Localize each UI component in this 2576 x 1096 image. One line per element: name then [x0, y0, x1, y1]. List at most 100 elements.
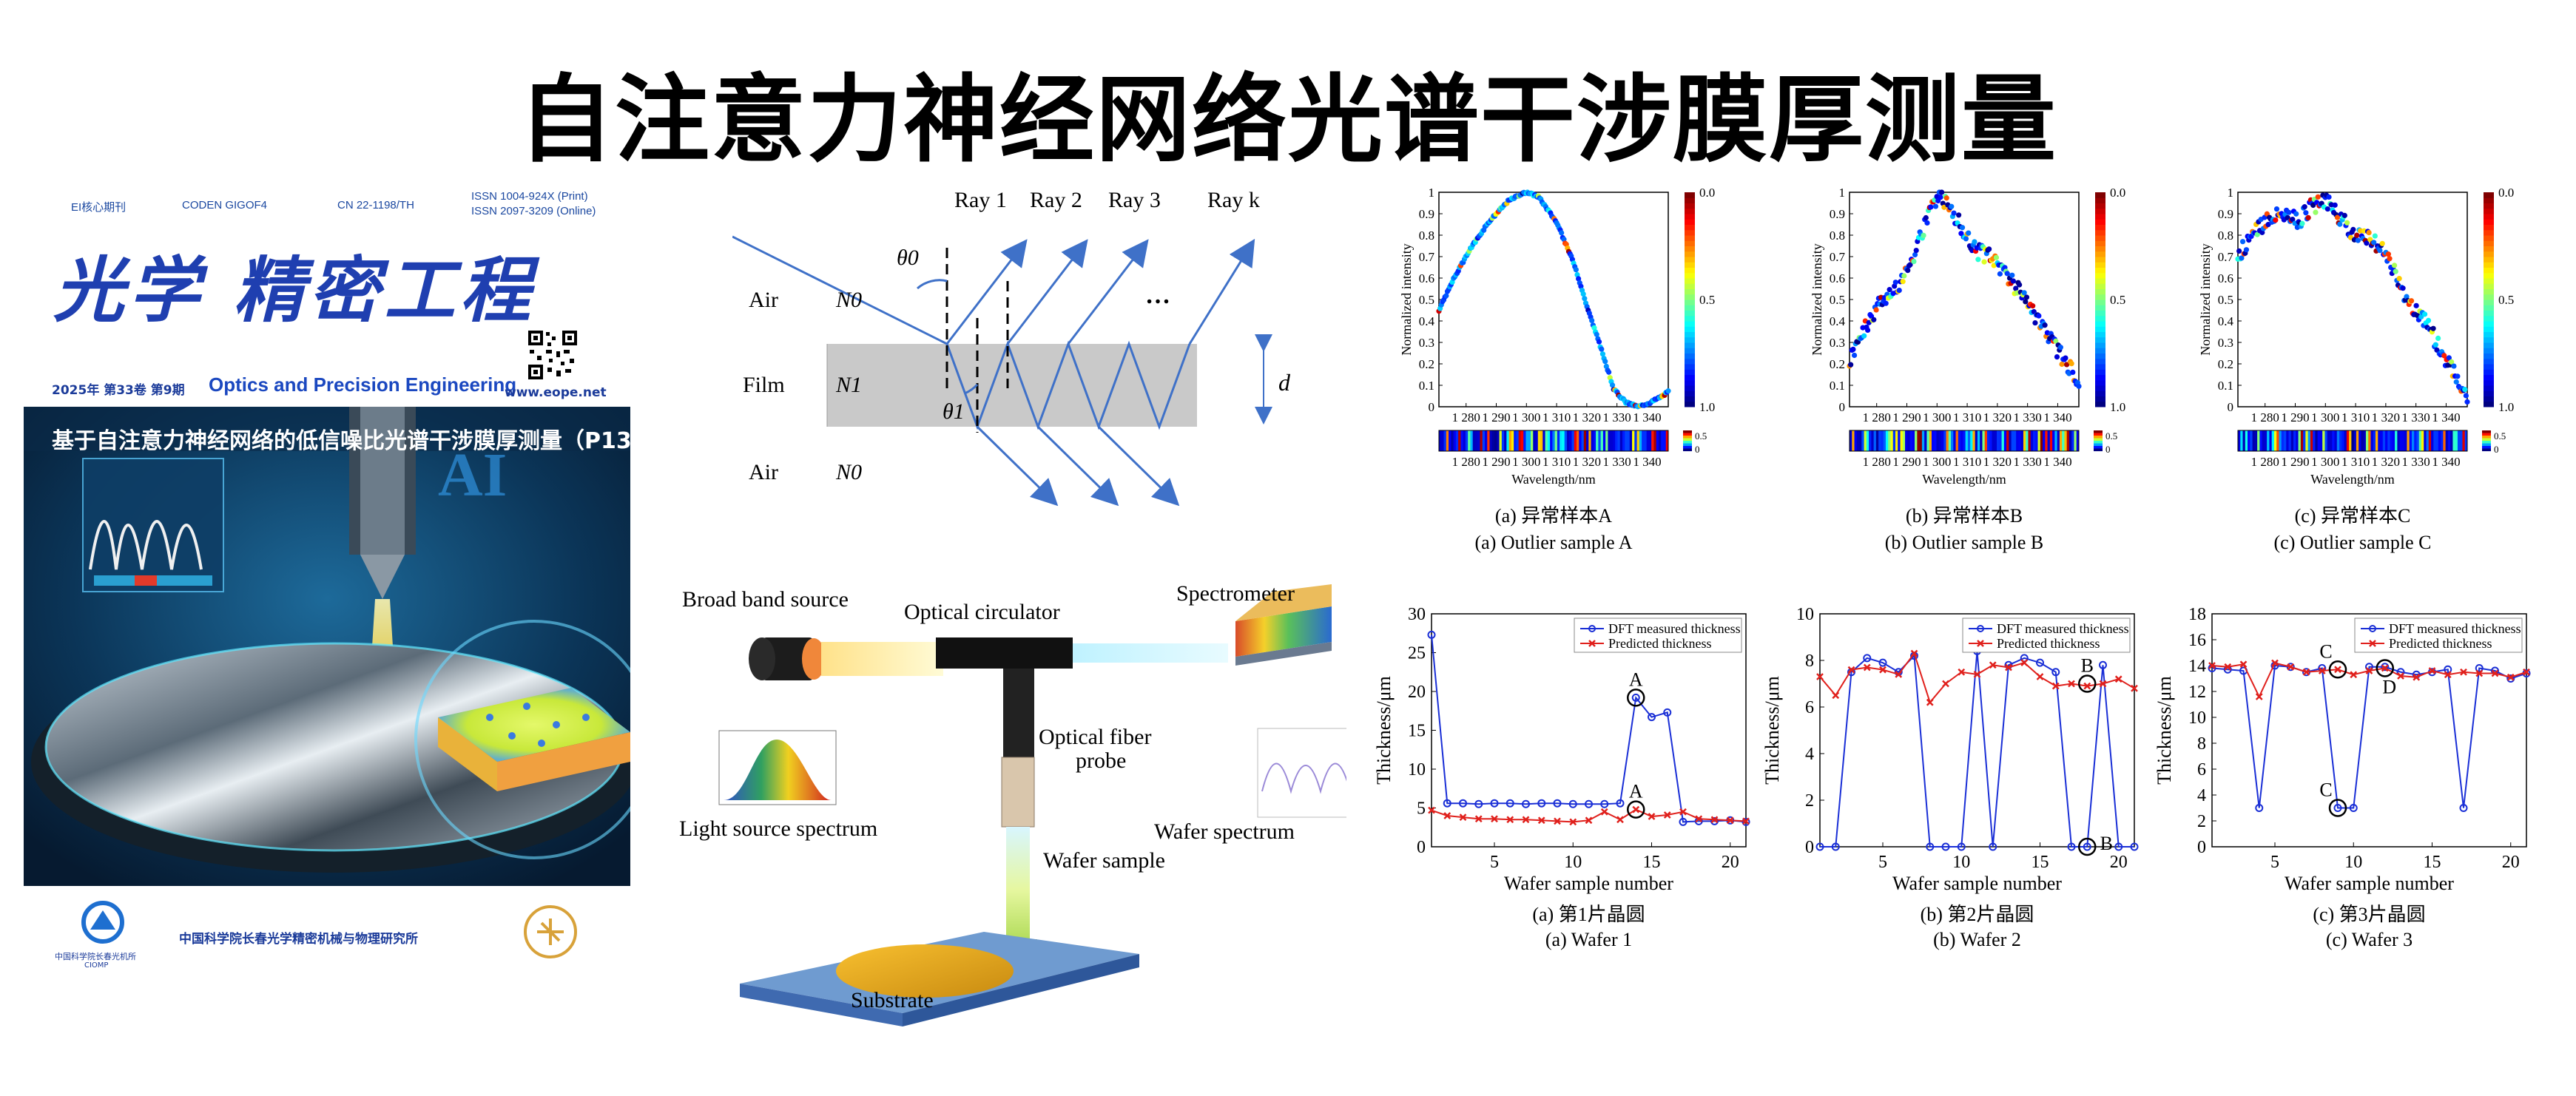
data-point-pred: [1973, 671, 1981, 678]
data-point: [1986, 246, 1992, 252]
colorbar-segment: [2095, 214, 2105, 220]
x-tick-label: 1 290: [2281, 410, 2309, 424]
data-point: [1596, 339, 1602, 345]
colorbar-segment: [2095, 229, 2105, 236]
strip-segment: [2365, 430, 2369, 451]
data-point: [2421, 311, 2428, 317]
strip-segment: [1593, 430, 1596, 451]
strip-segment: [1588, 430, 1592, 451]
legend-box: [1962, 618, 2131, 653]
data-point-pred: [1742, 817, 1750, 825]
strip-segment: [1629, 430, 1633, 451]
colorbar-segment: [1685, 336, 1695, 343]
strip-segment: [1909, 430, 1913, 451]
strip-x-tick-label: 1 320: [1983, 455, 2012, 469]
data-point: [2453, 379, 2459, 385]
y-tick-label: 18: [2188, 605, 2206, 624]
strip-segment: [2431, 430, 2434, 451]
strip-segment: [2409, 430, 2413, 451]
x-tick-label: 1 300: [1923, 410, 1951, 424]
strip-segment: [1644, 430, 1648, 451]
strip-colorbar-segment: [2482, 441, 2491, 444]
colorbar-segment: [1685, 262, 1695, 268]
thickness-d: d: [1278, 369, 1291, 396]
legend-label-dft: DFT measured thickness: [2389, 621, 2521, 636]
data-point: [1559, 230, 1565, 236]
data-point: [2332, 202, 2338, 208]
data-point-pred: [1895, 671, 1903, 678]
strip-colorbar-segment: [2094, 448, 2103, 452]
y-tick-label: 0.6: [1830, 271, 1845, 285]
colorbar-segment: [1685, 390, 1695, 396]
legend-marker-pred: [1588, 640, 1596, 647]
colorbar-segment: [1685, 246, 1695, 252]
data-point-pred: [2428, 667, 2436, 674]
strip-segment: [2457, 430, 2461, 451]
colorbar-segment: [2484, 348, 2494, 354]
strip-segment: [1999, 430, 2003, 451]
data-point-dft: [1537, 799, 1546, 808]
strip-colorbar-segment: [2094, 443, 2103, 447]
y-tick-label: 0.7: [2218, 250, 2234, 264]
strip-segment: [1571, 430, 1575, 451]
strip-segment: [1537, 430, 1541, 451]
strip-segment: [2076, 430, 2080, 451]
colorbar-segment: [2484, 235, 2494, 241]
strip-segment: [1634, 430, 1638, 451]
strip-segment: [2254, 430, 2258, 451]
caption-cn: (a) 第1片晶圆: [1532, 904, 1645, 925]
strip-segment: [2353, 430, 2357, 451]
plot-frame: [1438, 192, 1669, 407]
strip-segment: [2281, 430, 2285, 451]
colorbar-segment: [1685, 358, 1695, 365]
data-point-pred: [2036, 673, 2044, 680]
index-n0-top: N0: [835, 288, 862, 312]
data-point-pred: [2350, 671, 2358, 679]
strip-segment: [2368, 430, 2371, 451]
data-point-pred: [1989, 661, 1997, 669]
strip-segment: [2370, 430, 2374, 451]
legend-label-pred: Predicted thickness: [1608, 636, 1711, 651]
strip-segment: [2016, 430, 2019, 451]
strip-segment: [1975, 430, 1978, 451]
x-tick-label: 10: [1952, 853, 1970, 872]
data-point-dft: [2083, 842, 2091, 851]
data-point-pred: [2397, 672, 2404, 680]
colorbar-segment: [2484, 300, 2494, 305]
strip-segment: [1525, 430, 1529, 451]
strip-x-tick-label: 1 340: [1633, 455, 1661, 469]
strip-segment: [1943, 430, 1947, 451]
y-tick-label: 8: [1805, 652, 1814, 671]
colorbar-segment: [2484, 342, 2494, 348]
colorbar-label: 0.5: [1699, 293, 1715, 307]
strip-segment: [2298, 430, 2302, 451]
ray-1-label: Ray 1: [954, 188, 1007, 212]
colorbar-segment: [2095, 272, 2105, 279]
data-point: [1573, 267, 1579, 273]
data-point-pred: [2255, 693, 2263, 700]
x-tick-label: 15: [1643, 853, 1661, 872]
data-point: [2310, 202, 2316, 209]
data-point: [2334, 214, 2341, 220]
strip-colorbar-segment: [2482, 446, 2491, 449]
strip-segment: [2049, 430, 2053, 451]
strip-segment: [2071, 430, 2074, 451]
data-point-dft: [2020, 654, 2029, 663]
layer-air-bottom: Air: [749, 460, 778, 484]
data-point: [2371, 240, 2377, 246]
strip-segment: [1912, 430, 1915, 451]
strip-segment: [2330, 430, 2333, 451]
strip-segment: [2307, 430, 2311, 451]
strip-segment: [1577, 430, 1579, 451]
strip-segment: [2276, 430, 2279, 451]
strip-segment: [1926, 430, 1930, 451]
colorbar-segment: [1685, 240, 1695, 246]
strip-colorbar-label: 0: [2494, 444, 2499, 455]
strip-segment: [2426, 430, 2430, 451]
strip-segment: [2438, 430, 2441, 451]
colorbar-segment: [2484, 336, 2494, 343]
colorbar-segment: [2484, 283, 2494, 289]
colorbar-segment: [1685, 214, 1695, 220]
data-point: [2391, 263, 2398, 268]
y-tick-label: 0.1: [1830, 379, 1845, 393]
